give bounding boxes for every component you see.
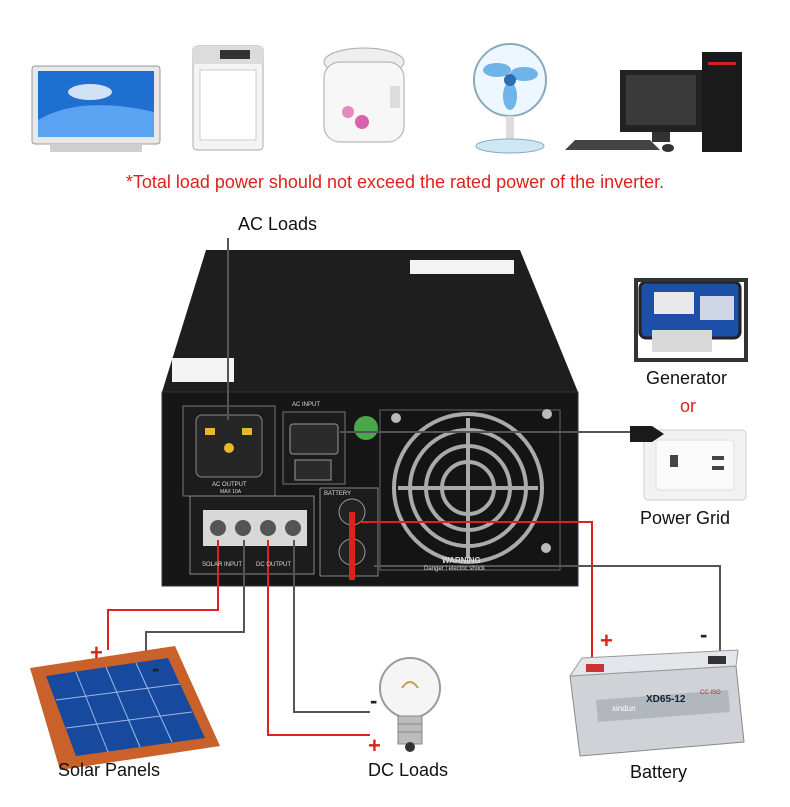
light-bulb-icon <box>379 657 441 752</box>
fan-icon <box>473 43 547 154</box>
inverter-icon <box>161 250 579 587</box>
solar-input-text: SOLAR INPUT <box>202 562 243 568</box>
solar-panel-icon <box>30 646 220 770</box>
solar-positive-sign: + <box>90 640 103 665</box>
or-label: or <box>680 396 697 416</box>
battery-negative-sign: - <box>700 622 708 647</box>
generator-label: Generator <box>646 368 728 388</box>
battery-model-text: XD65-12 <box>646 694 686 705</box>
dc-loads-label: DC Loads <box>368 760 449 780</box>
solar-panels-label: Solar Panels <box>58 760 161 780</box>
battery-icon <box>569 649 745 757</box>
dc-loads-positive-sign: + <box>368 733 381 758</box>
battery-positive-sign: + <box>600 628 613 653</box>
desktop-computer-icon <box>565 52 742 152</box>
ac-output-text: AC OUTPUT <box>212 482 247 488</box>
rice-cooker-icon <box>323 47 405 143</box>
ac-input-text: AC INPUT <box>292 402 321 408</box>
wires <box>107 238 721 736</box>
dc-output-text: DC OUTPUT <box>256 562 291 568</box>
ac-loads-label: AC Loads <box>238 214 318 234</box>
battery-spec-text: CC ISO <box>700 690 721 696</box>
generator-icon <box>634 278 748 362</box>
wall-socket-icon <box>630 426 747 501</box>
solar-negative-sign: - <box>152 656 160 681</box>
battery-brand-text: xindun <box>612 704 636 713</box>
warning-text: WARNING <box>442 556 481 565</box>
load-power-note: *Total load power should not exceed the … <box>125 172 665 192</box>
power-grid-label: Power Grid <box>640 508 731 528</box>
washing-machine-icon <box>192 45 264 151</box>
tv-icon <box>31 65 161 152</box>
max-current-text: MAX 10A <box>220 489 242 495</box>
dc-loads-negative-sign: - <box>370 688 378 713</box>
battery-label: Battery <box>630 762 688 782</box>
danger-text: Danger ! electric shock <box>424 566 486 572</box>
battery-terminal-text: BATTERY <box>324 491 352 497</box>
